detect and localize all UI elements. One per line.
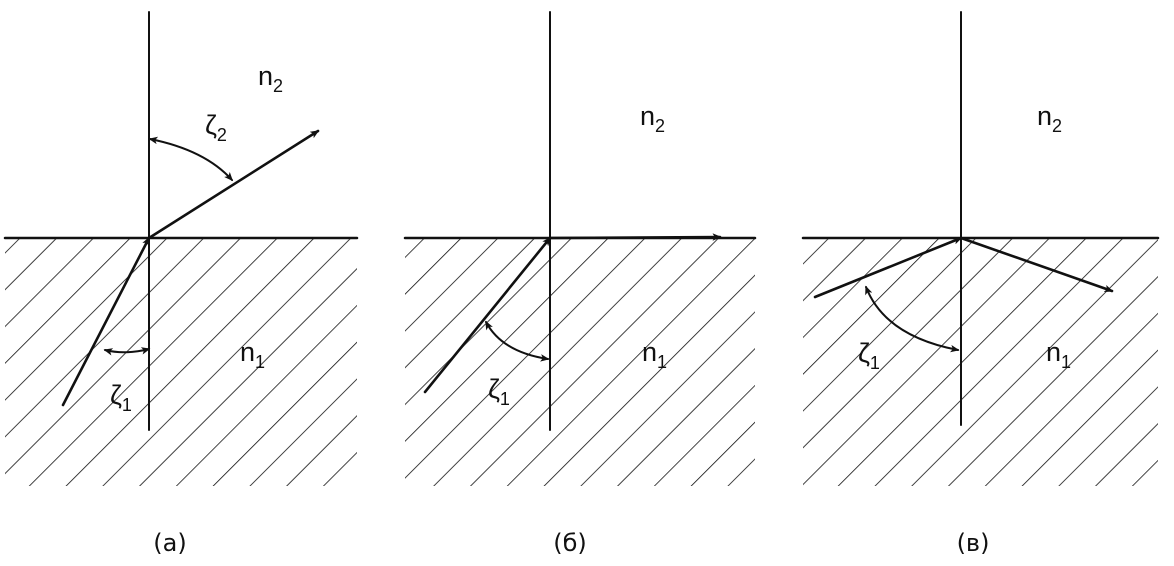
incident-ray [423,236,552,394]
zeta1-label: ζ1 [110,380,132,415]
medium-n1-hatch [5,238,357,486]
caption-a: (а) [153,529,186,557]
caption-c: (в) [957,529,990,557]
angle-arc-lower [103,347,151,356]
n1-label: n1 [642,337,667,372]
zeta1-label: ζ1 [488,374,510,409]
n2-label: n2 [258,61,283,96]
medium-n1-hatch [405,238,755,486]
angle-arc-lower [485,320,550,362]
angle-arc-lower [865,285,960,353]
panel-a: n2 ζ2 ζ1 n1 (а) [3,11,359,557]
medium-n1-hatch [803,238,1158,486]
incident-ray [813,236,963,299]
panel-c: n2 ζ1 n1 (в) [801,11,1160,557]
angle-arc-upper [148,136,234,182]
n2-label: n2 [1037,101,1062,136]
n1-label: n1 [1046,337,1071,372]
refracted-ray [147,129,320,240]
zeta2-label: ζ2 [205,110,227,145]
zeta1-label: ζ1 [858,338,880,373]
panel-b: n2 ζ1 n1 (б) [403,11,757,557]
incident-ray [61,236,151,407]
n2-label: n2 [640,101,665,136]
caption-b: (б) [553,529,587,557]
n1-label: n1 [240,337,265,372]
reflected-ray [959,236,1114,293]
grazing-ray [548,233,722,241]
